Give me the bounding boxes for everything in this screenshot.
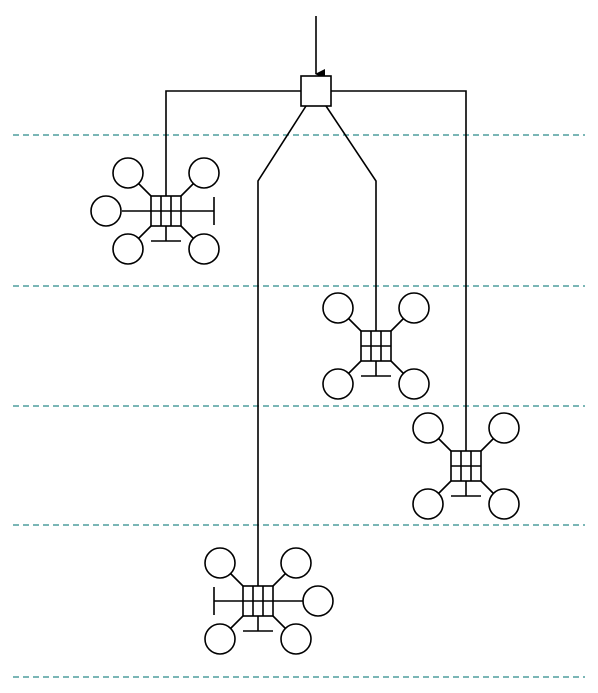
rotor-circle: [280, 623, 312, 655]
rotor-circle: [398, 368, 430, 400]
rotor-circle: [322, 292, 354, 324]
rotor-circle: [488, 488, 520, 520]
route-left-outer: [165, 90, 301, 196]
route-left-inner: [257, 105, 307, 586]
rotor-circle: [204, 547, 236, 579]
rotor-circle: [412, 488, 444, 520]
route-right-inner: [325, 105, 377, 331]
level-dividers: [13, 134, 585, 678]
rotor-circle: [398, 292, 430, 324]
rotor-circle: [188, 233, 220, 265]
rotor-circle: [188, 157, 220, 189]
quadcopter-icon: [90, 157, 220, 265]
rotor-circle: [412, 412, 444, 444]
rotor-circle: [112, 233, 144, 265]
rotor-circle: [204, 623, 236, 655]
rotor-circle: [488, 412, 520, 444]
quadcopter-icon: [204, 547, 334, 655]
drone-units: [90, 157, 520, 655]
rotor-circle: [322, 368, 354, 400]
rotor-circle: [112, 157, 144, 189]
rotor-circle: [280, 547, 312, 579]
route-right-outer: [331, 90, 467, 451]
quadcopter-icon: [412, 412, 520, 520]
rotor-circle: [302, 585, 334, 617]
rotor-circle: [90, 195, 122, 227]
routing-lines: [165, 90, 467, 586]
distribution-hub-box: [300, 75, 332, 107]
quadcopter-icon: [322, 292, 430, 400]
